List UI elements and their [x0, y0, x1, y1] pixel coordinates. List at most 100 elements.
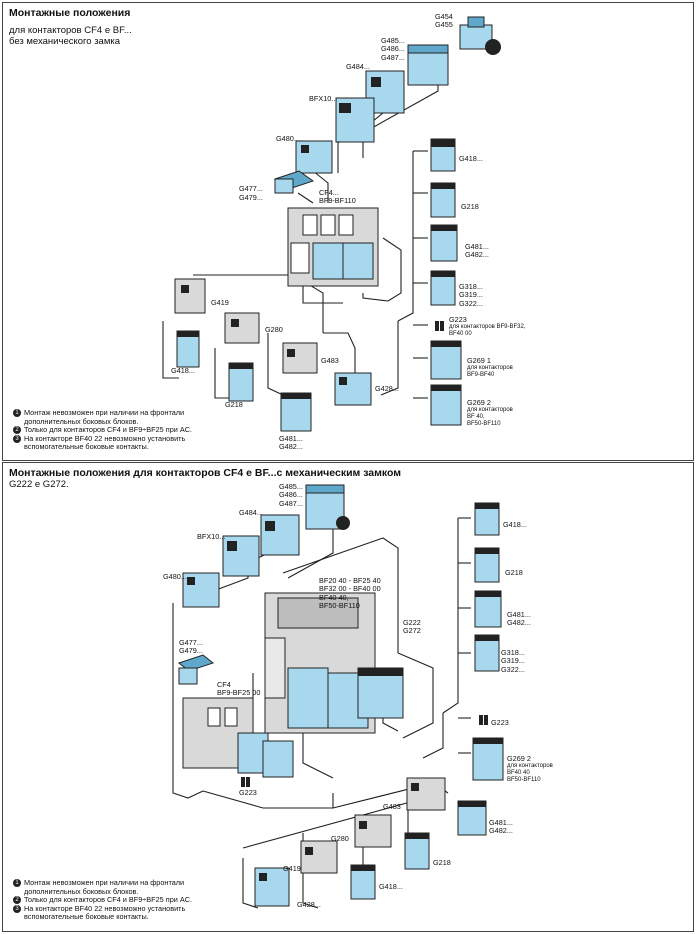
module-g223-right — [479, 715, 488, 725]
module-g484 — [260, 514, 300, 556]
label-g480: G480... — [163, 572, 187, 581]
label-g418-left: G418... — [171, 366, 195, 375]
module-g481-right — [430, 224, 458, 262]
note-number: 1 — [13, 409, 21, 418]
label-g318-right: G318... G319... G322... — [501, 648, 525, 674]
label-cf4: CF4 BF9-BF25 00 — [217, 680, 261, 698]
diagram-2 — [172, 484, 504, 909]
note-number: 3 — [13, 435, 21, 444]
module-g223-right — [435, 321, 444, 331]
label-g223-note: для контакторов BF9-BF32, BF40 00 — [449, 324, 526, 337]
module-g2692 — [430, 384, 462, 426]
module-g418-left — [176, 330, 200, 368]
module-g218-right — [474, 547, 500, 583]
label-g2692-note: для контакторов BF 40, BF50-BF110 — [467, 407, 513, 427]
label-g222: G222 G272 — [403, 618, 421, 636]
module-g280 — [354, 814, 392, 848]
note-text: На контакторе BF40 22 невозможно установ… — [24, 433, 186, 452]
label-g2691-note: для контакторов BF9-BF40 — [467, 365, 513, 378]
panel-with-lock: Монтажные положения для контакторов CF4 … — [2, 462, 694, 932]
diagram-1 — [162, 16, 501, 432]
label-g419: G419 — [211, 298, 229, 307]
label-g218-right: G218 — [461, 202, 479, 211]
module-g428 — [334, 372, 372, 406]
label-g484: G484... — [239, 508, 263, 517]
panel1-subtitle-2: без механического замка — [9, 36, 121, 47]
note-number: 1 — [13, 879, 21, 888]
module-g481-bottom — [280, 392, 312, 432]
label-bfx10: BFX10... — [309, 94, 338, 103]
module-g318-right — [430, 270, 456, 306]
label-g280: G280 — [331, 834, 349, 843]
module-g485 — [305, 484, 350, 530]
module-g483 — [406, 777, 446, 811]
module-g419 — [300, 840, 338, 874]
label-g481-right: G481... G482... — [507, 610, 531, 628]
note-text: Только для контакторов CF4 и BF9÷BF25 пр… — [24, 895, 193, 905]
label-g318-right: G318... G319... G322... — [459, 282, 483, 308]
label-g481-bottom: G481... G482... — [279, 434, 303, 452]
label-g481-right: G481... G482... — [465, 242, 489, 260]
label-g418-right: G418... — [503, 520, 527, 529]
module-g480 — [295, 140, 333, 174]
label-g484: G484... — [346, 62, 370, 71]
panel-without-lock: Монтажные положения для контакторов CF4 … — [2, 2, 694, 461]
label-g418-bottom: G418... — [379, 882, 403, 891]
label-g485: G485... G486... G487... — [279, 482, 303, 508]
module-g485 — [407, 44, 449, 86]
module-g480 — [182, 572, 220, 608]
label-g223: G223 — [449, 315, 467, 324]
note-number: 2 — [13, 426, 21, 435]
label-g481-bottom: G481... G482... — [489, 818, 513, 836]
label-bfx10: BFX10... — [197, 532, 226, 541]
label-g477: G477... G479... — [179, 638, 203, 656]
label-g480: G480... — [276, 134, 300, 143]
module-g418-bottom — [350, 864, 376, 900]
label-g2692: G269 2 — [467, 398, 491, 407]
label-g483: G483 — [383, 802, 401, 811]
module-g481-bottom — [457, 800, 487, 836]
label-g218-bottom: G218 — [433, 858, 451, 867]
contactor-bf — [264, 592, 376, 734]
module-bfx10 — [222, 535, 260, 577]
panel2-subtitle: G222 e G272. — [9, 479, 69, 490]
label-g218-right: G218 — [505, 568, 523, 577]
label-g419: G419 — [283, 864, 301, 873]
label-g428: G428... — [375, 384, 399, 393]
module-g483 — [282, 342, 318, 374]
label-g418-right: G418... — [459, 154, 483, 163]
note-number: 3 — [13, 905, 21, 914]
label-g479: G479... — [239, 193, 263, 202]
note-text: Монтаж невозможен при наличии на фронтал… — [24, 408, 185, 426]
label-cf4: CF4... BF9-BF110 — [319, 188, 356, 206]
module-g218-left — [228, 362, 254, 402]
module-g218-bottom — [404, 832, 430, 870]
label-g2692-note: для контакторов BF40 40 BF50-BF110 — [507, 763, 553, 783]
label-g218-left: G218 — [225, 400, 243, 409]
note-text: Монтаж невозможен при наличии на фронтал… — [24, 878, 185, 896]
label-g483: G483 — [321, 356, 339, 365]
module-g223-bottom — [241, 777, 250, 787]
panel1-subtitle-1: для контакторов CF4 e BF... — [9, 25, 132, 36]
module-g2692 — [472, 737, 504, 781]
module-g418-right — [474, 502, 500, 536]
contactor-cf4 — [287, 207, 379, 287]
label-g223-bottom: G223 — [239, 788, 257, 797]
panel1-title: Монтажные положения — [9, 7, 131, 19]
label-g2692: G269 2 — [507, 754, 531, 763]
module-g454 — [459, 16, 501, 55]
module-bfx10 — [335, 97, 375, 143]
label-bf-group: BF20 40 - BF25 40 BF32 00 - BF40 00 BF40… — [319, 576, 381, 611]
note-text: На контакторе BF40 22 невозможно установ… — [24, 903, 186, 922]
label-g280: G280 — [265, 325, 283, 334]
module-g418-right — [430, 138, 456, 172]
module-g477 — [177, 654, 215, 685]
label-g428: G428... — [297, 900, 321, 909]
